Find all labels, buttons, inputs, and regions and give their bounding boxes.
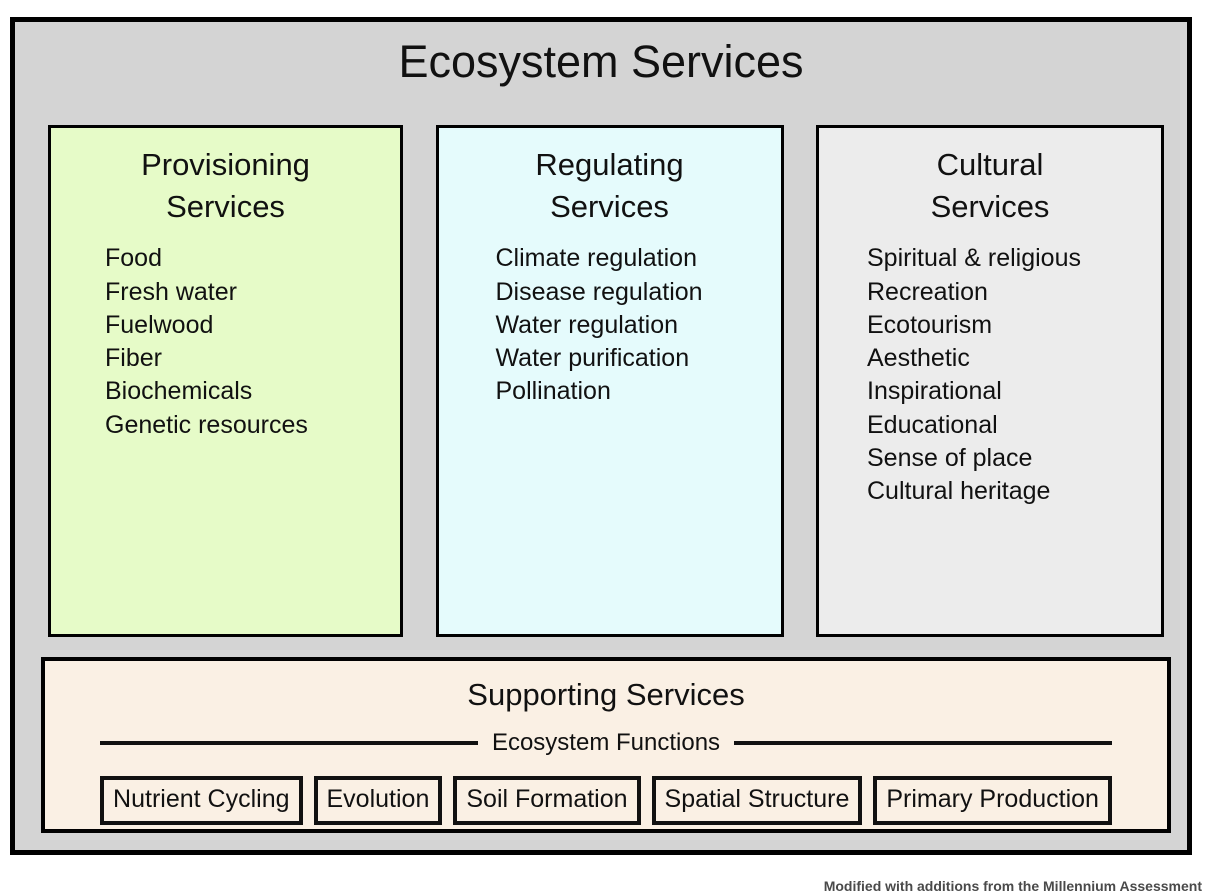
regulating-services-title: Regulating Services (535, 147, 684, 225)
list-item: Biochemicals (105, 377, 253, 406)
list-item: Water regulation (495, 310, 679, 339)
list-item: Sense of place (867, 443, 1033, 472)
list-item: Aesthetic (867, 344, 970, 373)
function-box-nutrient-cycling: Nutrient Cycling (100, 776, 303, 825)
ecosystem-services-diagram: Ecosystem Services Provisioning Services… (10, 17, 1192, 855)
page-title: Ecosystem Services (398, 36, 804, 87)
list-item: Fiber (105, 344, 162, 373)
function-box-soil-formation: Soil Formation (453, 776, 641, 825)
regulating-services-panel: Regulating Services Climate regulation D… (435, 125, 784, 637)
list-item: Fuelwood (105, 310, 214, 339)
ecosystem-functions-divider: Ecosystem Functions (100, 731, 1112, 755)
list-item: Recreation (867, 277, 988, 306)
ecosystem-function-boxes: Nutrient Cycling Evolution Soil Formatio… (45, 776, 1167, 825)
supporting-services-panel: Supporting Services Ecosystem Functions … (41, 657, 1171, 833)
list-item: Food (105, 244, 162, 273)
list-item: Educational (867, 410, 998, 439)
list-item: Climate regulation (495, 244, 698, 273)
list-item: Cultural heritage (867, 477, 1051, 506)
ecosystem-functions-label: Ecosystem Functions (491, 729, 721, 756)
list-item: Water purification (495, 344, 690, 373)
cultural-services-title: Cultural Services (930, 147, 1050, 225)
function-box-spatial-structure: Spatial Structure (651, 776, 863, 825)
supporting-services-title: Supporting Services (467, 677, 745, 712)
list-item: Ecotourism (867, 310, 993, 339)
divider-rule-left (100, 741, 478, 745)
cultural-services-list: Spiritual & religious Recreation Ecotour… (819, 228, 1161, 508)
provisioning-services-panel: Provisioning Services Food Fresh water F… (48, 125, 403, 637)
provisioning-services-list: Food Fresh water Fuelwood Fiber Biochemi… (51, 228, 400, 442)
list-item: Fresh water (105, 277, 237, 306)
list-item: Pollination (495, 377, 611, 406)
cultural-services-panel: Cultural Services Spiritual & religious … (816, 125, 1164, 637)
list-item: Spiritual & religious (867, 244, 1081, 273)
function-box-evolution: Evolution (313, 776, 443, 825)
list-item: Disease regulation (495, 277, 703, 306)
service-columns-row: Provisioning Services Food Fresh water F… (48, 125, 1164, 637)
provisioning-services-title: Provisioning Services (141, 147, 310, 225)
function-box-primary-production: Primary Production (873, 776, 1112, 825)
list-item: Inspirational (867, 377, 1002, 406)
divider-rule-right (734, 741, 1112, 745)
source-caption: Modified with additions from the Millenn… (823, 879, 1202, 893)
regulating-services-list: Climate regulation Disease regulation Wa… (439, 228, 781, 408)
list-item: Genetic resources (105, 410, 308, 439)
